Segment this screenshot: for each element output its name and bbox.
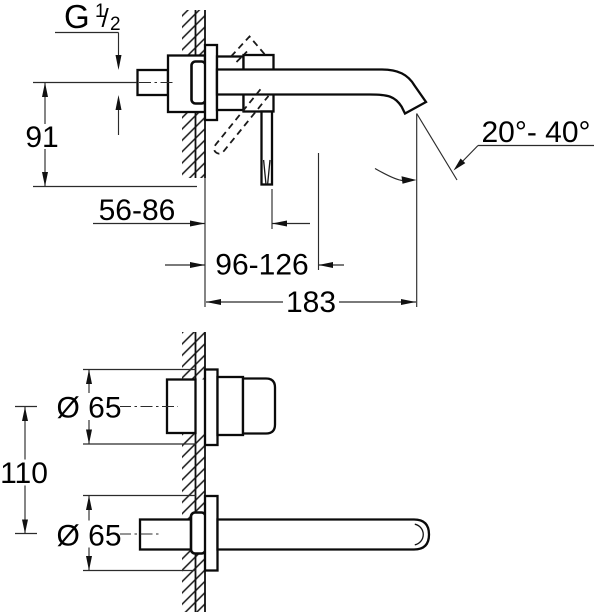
knob-grip bbox=[241, 377, 277, 435]
handle-dashed-top-inner bbox=[235, 50, 248, 63]
swivel-arc bbox=[374, 168, 404, 182]
g-arrowhead-down bbox=[115, 55, 122, 70]
dim-91-value: 91 bbox=[25, 121, 58, 154]
knob-base bbox=[216, 375, 245, 437]
spout-plan bbox=[119, 494, 431, 572]
arrowhead-5686-left bbox=[272, 220, 287, 227]
dim-96-126: 96-126 bbox=[165, 153, 344, 282]
handle-lever-side bbox=[260, 110, 274, 186]
arrowhead-183-left bbox=[206, 299, 221, 305]
swivel-arc-arrowhead bbox=[401, 176, 417, 184]
dim-56-86: 56-86 bbox=[93, 189, 310, 229]
handle-knob-plan bbox=[119, 368, 277, 447]
dim-110-text-bg bbox=[0, 459, 50, 486]
plan-view: Ø 65 Ø 65 110 bbox=[0, 332, 431, 612]
dim-183-value: 183 bbox=[286, 286, 336, 319]
spout-tip-inner-arc bbox=[414, 523, 424, 546]
g-arrowhead-up bbox=[115, 95, 122, 110]
wall-hatch-top bbox=[182, 332, 205, 380]
arrowhead-183-right bbox=[401, 299, 416, 305]
dim-110: 110 bbox=[0, 405, 50, 535]
dim-110-value: 110 bbox=[0, 457, 48, 490]
cartridge-housing bbox=[190, 60, 207, 105]
arrowhead-65a-down bbox=[86, 429, 92, 444]
concealed-body-side bbox=[136, 54, 207, 114]
arrowhead-65b-up bbox=[86, 495, 92, 510]
spout-outline bbox=[215, 68, 428, 116]
arrowhead-110-up bbox=[22, 407, 28, 421]
thread-letter: G bbox=[64, 0, 90, 35]
dim-65b-value: Ø 65 bbox=[56, 520, 121, 553]
handle-dashed-position bbox=[213, 35, 270, 155]
spout-escutcheon bbox=[203, 494, 219, 572]
wall-section-side bbox=[182, 10, 206, 178]
wall-hatch-bottom bbox=[182, 549, 205, 612]
wall-hatch-middle bbox=[182, 433, 205, 520]
side-view: 20°- 40° G 1 / 2 91 bbox=[25, 0, 594, 319]
handle-dashed-lever bbox=[213, 88, 270, 155]
stream-angle-indicator: 20°- 40° bbox=[374, 113, 594, 184]
knob-concealed-box bbox=[165, 378, 197, 435]
stream-angle-line bbox=[416, 113, 458, 181]
arrowhead-91-up bbox=[42, 82, 48, 97]
dim-rosette-65-spout: Ø 65 bbox=[56, 494, 196, 572]
dim-183: 183 bbox=[204, 113, 418, 319]
dim-96126-value: 96-126 bbox=[215, 249, 308, 282]
dim-183-text-bg bbox=[283, 289, 339, 314]
handle-blade-taper bbox=[262, 159, 271, 184]
dim-91: 91 bbox=[25, 81, 197, 188]
dim-91-text-bg bbox=[26, 124, 58, 149]
handle-dashed-top bbox=[230, 35, 268, 58]
wall-section-plan bbox=[182, 332, 206, 612]
dim-rosette-65-handle: Ø 65 bbox=[56, 368, 196, 445]
angle-leader-arrowhead bbox=[453, 158, 466, 171]
dim-g-thread: G 1 / 2 bbox=[55, 0, 122, 135]
handle-stem bbox=[260, 110, 274, 186]
spout-tube-plan bbox=[216, 518, 431, 551]
arrowhead-65b-down bbox=[86, 556, 92, 571]
dim-65b-text-bg bbox=[58, 520, 120, 548]
arrowhead-96126-left bbox=[318, 262, 333, 268]
angle-range-label: 20°- 40° bbox=[481, 116, 590, 149]
arrowhead-91-down bbox=[42, 172, 48, 187]
knob-escutcheon bbox=[203, 368, 219, 447]
thread-denominator: 2 bbox=[110, 14, 121, 35]
dim-65a-text-bg bbox=[58, 393, 120, 420]
wall-hatch-upper bbox=[182, 10, 205, 56]
wall-hatch-lower bbox=[182, 112, 205, 178]
arrowhead-65a-up bbox=[86, 369, 92, 384]
dim-65a-value: Ø 65 bbox=[56, 392, 121, 425]
escutcheon-side bbox=[203, 43, 219, 122]
arrowhead-5686-right bbox=[190, 220, 205, 227]
dim-5686-value: 56-86 bbox=[99, 194, 176, 227]
arrowhead-96126-right bbox=[190, 262, 205, 268]
thread-slash: / bbox=[102, 3, 110, 33]
spout-cartridge bbox=[189, 511, 207, 555]
arrowhead-110-down bbox=[22, 519, 28, 534]
thread-numerator: 1 bbox=[95, 1, 106, 22]
